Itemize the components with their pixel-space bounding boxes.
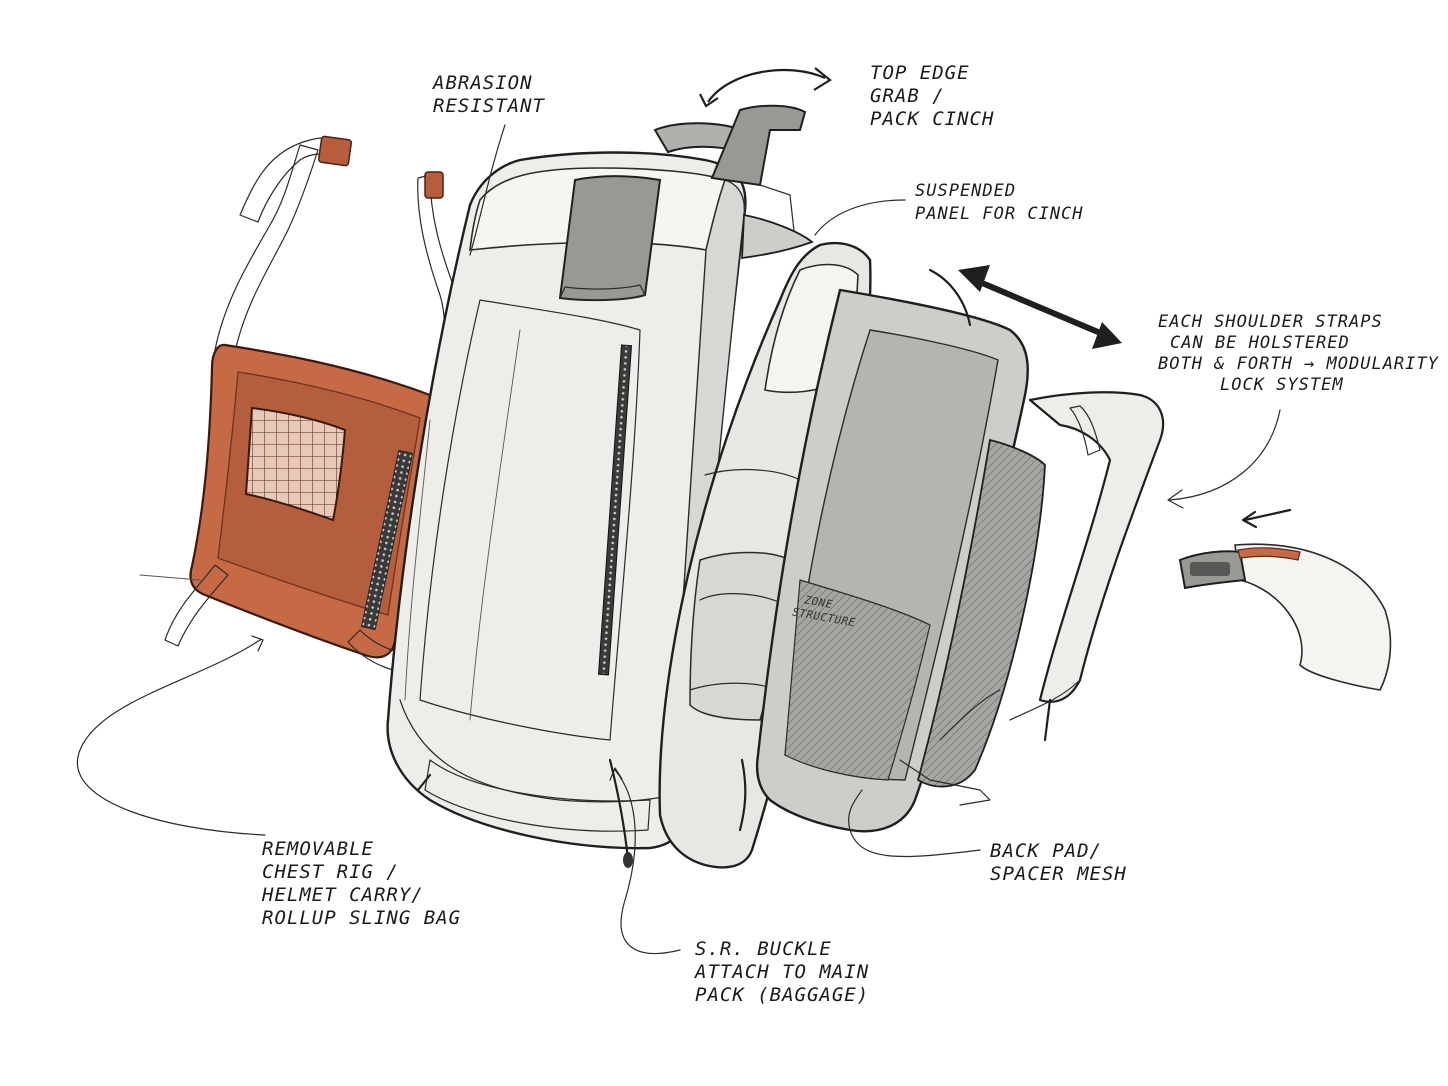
annotation-back-pad: BACK PAD/ SPACER MESH <box>990 840 1127 886</box>
main-pack-top-strap <box>560 176 660 300</box>
chest-rig-strap-left <box>215 145 318 352</box>
pack-cinch-strap <box>712 106 805 185</box>
modularity-lock-detail <box>1180 544 1390 690</box>
lock-strap <box>1235 544 1390 690</box>
annotation-buckle: S.R. BUCKLE ATTACH TO MAIN PACK (BAGGAGE… <box>695 938 869 1007</box>
annotation-shoulder: EACH SHOULDER STRAPS CAN BE HOLSTERED BO… <box>1158 312 1439 396</box>
rotate-arrow <box>708 70 825 102</box>
suspended-leader <box>815 200 905 235</box>
shoulder-leader <box>1170 410 1280 500</box>
annotation-suspended: SUSPENDED PANEL FOR CINCH <box>915 180 1084 226</box>
suspended-panel <box>742 215 812 258</box>
annotation-top-edge: TOP EDGE GRAB / PACK CINCH <box>870 62 994 131</box>
chest-rig-buckle-top <box>318 136 351 166</box>
annotation-abrasion: ABRASION RESISTANT <box>433 72 545 118</box>
chest-rig-buckle-right <box>425 172 443 198</box>
chest-rig-leader <box>77 640 265 835</box>
annotation-chest-rig: REMOVABLE CHEST RIG / HELMET CARRY/ ROLL… <box>262 838 461 930</box>
